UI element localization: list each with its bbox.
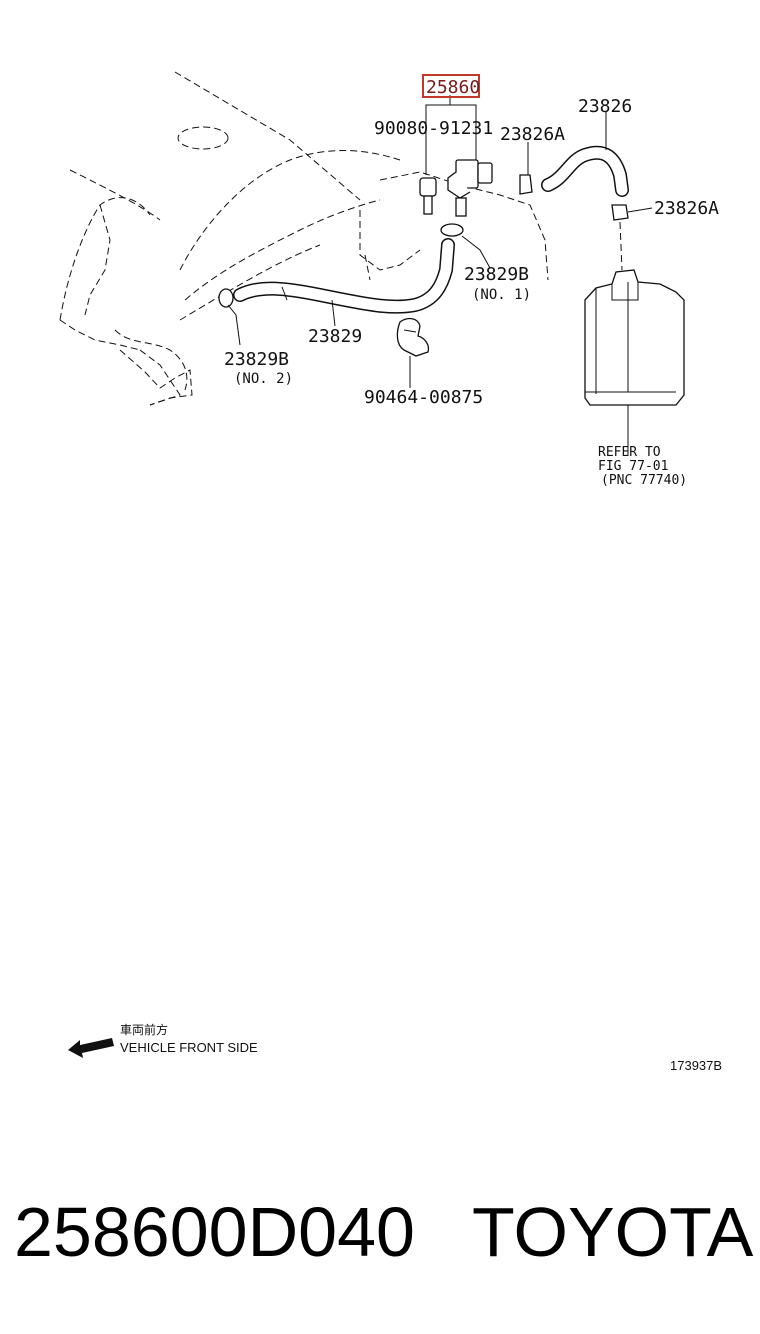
hose-23829 [233, 238, 455, 314]
figure-id: 173937B [670, 1058, 722, 1073]
note-23829b-no2: (NO. 2) [234, 371, 293, 387]
label-23826[interactable]: 23826 [578, 96, 632, 117]
charcoal-canister [584, 269, 685, 406]
vsv-25860 [419, 159, 493, 217]
refer-line-3: (PNC 77740) [601, 473, 687, 488]
footer-part-number: 258600D040 [14, 1193, 415, 1271]
hose-23826 [541, 145, 629, 197]
footer-brand: TOYOTA [472, 1193, 754, 1271]
label-23826a-left[interactable]: 23826A [500, 124, 565, 145]
leader-lines [227, 95, 653, 455]
label-23829b-no1[interactable]: 23829B [464, 264, 529, 285]
clamp-23829b-no1 [440, 223, 464, 237]
label-90464-00875[interactable]: 90464-00875 [364, 387, 483, 408]
label-25860[interactable]: 25860 [426, 77, 480, 98]
clamp-23826a-right [611, 204, 629, 221]
front-label-en: VEHICLE FRONT SIDE [120, 1040, 258, 1055]
refer-line-1: REFER TO [598, 445, 661, 460]
arrow-left-icon [68, 1038, 114, 1058]
label-90080-91231[interactable]: 90080-91231 [374, 118, 493, 139]
highlight-box [422, 74, 480, 98]
engine-outline [59, 71, 549, 406]
front-label-jp: 車両前方 [120, 1022, 168, 1037]
clamp-23826a-left [519, 174, 533, 195]
label-23829b-no2[interactable]: 23829B [224, 349, 289, 370]
refer-line-2: FIG 77-01 [598, 459, 668, 474]
label-23829[interactable]: 23829 [308, 326, 362, 347]
clip-90464-00875 [396, 317, 430, 357]
label-23826a-right[interactable]: 23826A [654, 198, 719, 219]
clamp-23829b-no2 [218, 288, 234, 308]
note-23829b-no1: (NO. 1) [472, 287, 531, 303]
vehicle-front-indicator: 車両前方 VEHICLE FRONT SIDE [68, 1022, 258, 1058]
